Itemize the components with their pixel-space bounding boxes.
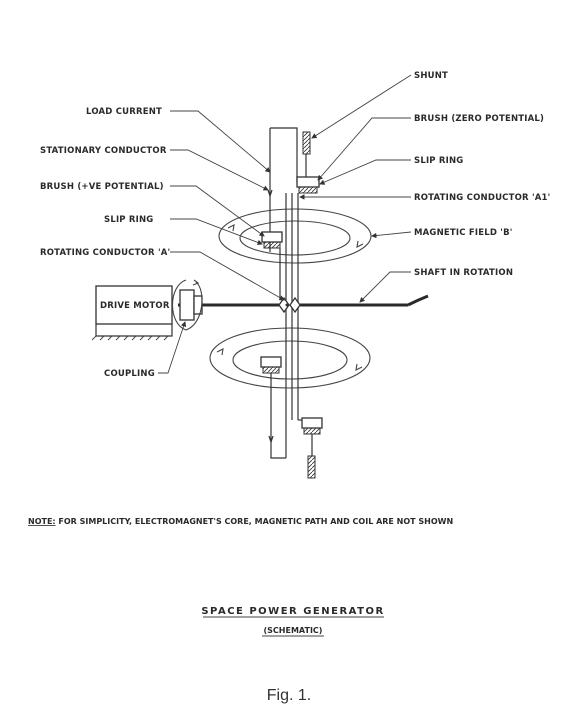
label-shaft-in-rotation: SHAFT IN ROTATION <box>414 268 513 278</box>
label-coupling: COUPLING <box>104 369 155 379</box>
magnetic-field-lower <box>209 327 371 389</box>
label-rotating-conductor-a: ROTATING CONDUCTOR 'A' <box>40 248 170 258</box>
label-shunt: SHUNT <box>414 71 448 81</box>
figure-caption: Fig. 1. <box>267 687 311 704</box>
label-brush-positive: BRUSH (+VE POTENTIAL) <box>40 182 164 192</box>
label-stationary-conductor: STATIONARY CONDUCTOR <box>40 146 167 156</box>
shaft <box>178 294 429 307</box>
diagram-title: SPACE POWER GENERATOR <box>201 606 384 617</box>
coupling <box>172 279 203 331</box>
label-brush-zero-potential: BRUSH (ZERO POTENTIAL) <box>414 114 544 124</box>
shunt-bottom <box>285 420 316 479</box>
magnetic-field-upper <box>218 208 372 264</box>
title-block: SPACE POWER GENERATOR (SCHEMATIC) <box>201 606 384 637</box>
label-rotating-conductor-a1: ROTATING CONDUCTOR 'A1' <box>414 193 550 203</box>
central-hub <box>278 296 301 314</box>
slip-ring-top <box>296 176 320 194</box>
drive-motor <box>91 285 173 341</box>
diagram-subtitle: (SCHEMATIC) <box>264 626 323 635</box>
slip-ring-left <box>261 231 283 249</box>
stationary-conductor-loop <box>267 127 298 252</box>
leader-lines <box>158 74 412 374</box>
slip-ring-lower-left <box>260 356 286 459</box>
note-text: FOR SIMPLICITY, ELECTROMAGNET'S CORE, MA… <box>56 517 454 526</box>
labels: SHUNT BRUSH (ZERO POTENTIAL) LOAD CURREN… <box>40 71 550 379</box>
slip-ring-lower-right <box>298 417 323 435</box>
label-slip-ring-left: SLIP RING <box>104 215 154 225</box>
note: NOTE: FOR SIMPLICITY, ELECTROMAGNET'S CO… <box>28 517 453 526</box>
label-load-current: LOAD CURRENT <box>86 107 162 117</box>
svg-text:NOTE: FOR SIMPLICITY, ELECTROM: NOTE: FOR SIMPLICITY, ELECTROMAGNET'S CO… <box>28 517 453 526</box>
label-drive-motor: DRIVE MOTOR <box>100 301 170 311</box>
shunt-top <box>302 131 311 182</box>
label-magnetic-field-b: MAGNETIC FIELD 'B' <box>414 228 513 238</box>
label-slip-ring-top: SLIP RING <box>414 156 464 166</box>
note-prefix: NOTE: <box>28 517 56 526</box>
